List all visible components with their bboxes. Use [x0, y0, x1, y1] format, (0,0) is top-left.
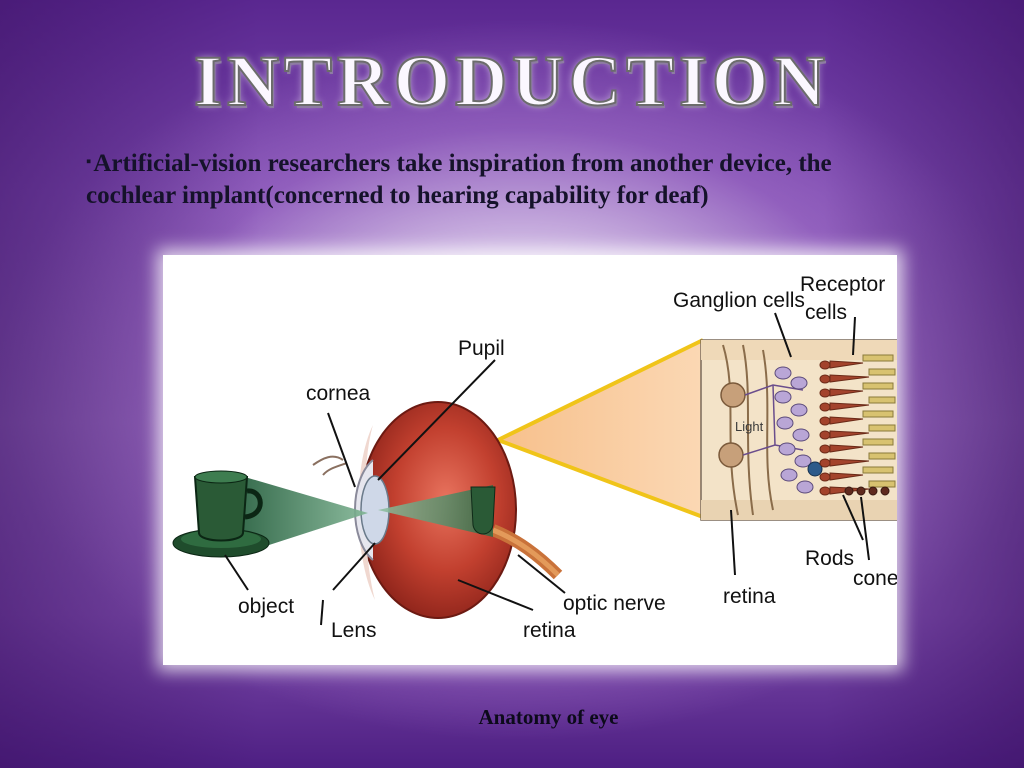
retina-label-detail: retina: [723, 585, 776, 608]
leader-lines: [224, 312, 870, 626]
cornea-label: cornea: [306, 382, 371, 405]
magnification-cone: [498, 340, 703, 517]
slide-title: INTRODUCTION: [193, 40, 831, 122]
eye-anatomy-svg: Light: [172, 273, 897, 642]
light-beam-inside: [378, 485, 493, 537]
receptor-label-line2: cells: [805, 301, 847, 324]
light-beam-in: [238, 475, 368, 555]
receptor-label-line1: Receptor: [800, 273, 885, 296]
pupil-label: Pupil: [458, 337, 505, 360]
cone-edge-bottom: [497, 438, 704, 519]
eyelash: [312, 455, 348, 476]
eye-anatomy-figure: Light: [163, 255, 897, 665]
ganglion-cells-label: Ganglion cells: [673, 289, 805, 312]
object-label: object: [238, 595, 294, 618]
retina-label-eye: retina: [523, 619, 576, 642]
cones-label: cones: [853, 567, 897, 590]
bullet-point: ▪Artificial-vision researchers take insp…: [86, 146, 886, 212]
light-label: Light: [735, 419, 764, 434]
figure-caption: Anatomy of eye: [478, 705, 619, 729]
inverted-image: [470, 486, 496, 535]
lens-label: Lens: [331, 619, 377, 642]
optic-nerve-label: optic nerve: [563, 592, 666, 615]
retina-detail-block: [700, 339, 897, 521]
bullet-marker: ▪: [86, 154, 92, 170]
rods-label: Rods: [805, 547, 854, 570]
cone-edge-top: [497, 338, 704, 442]
bullet-text: Artificial-vision researchers take inspi…: [86, 150, 832, 209]
cup-object: [172, 470, 270, 558]
